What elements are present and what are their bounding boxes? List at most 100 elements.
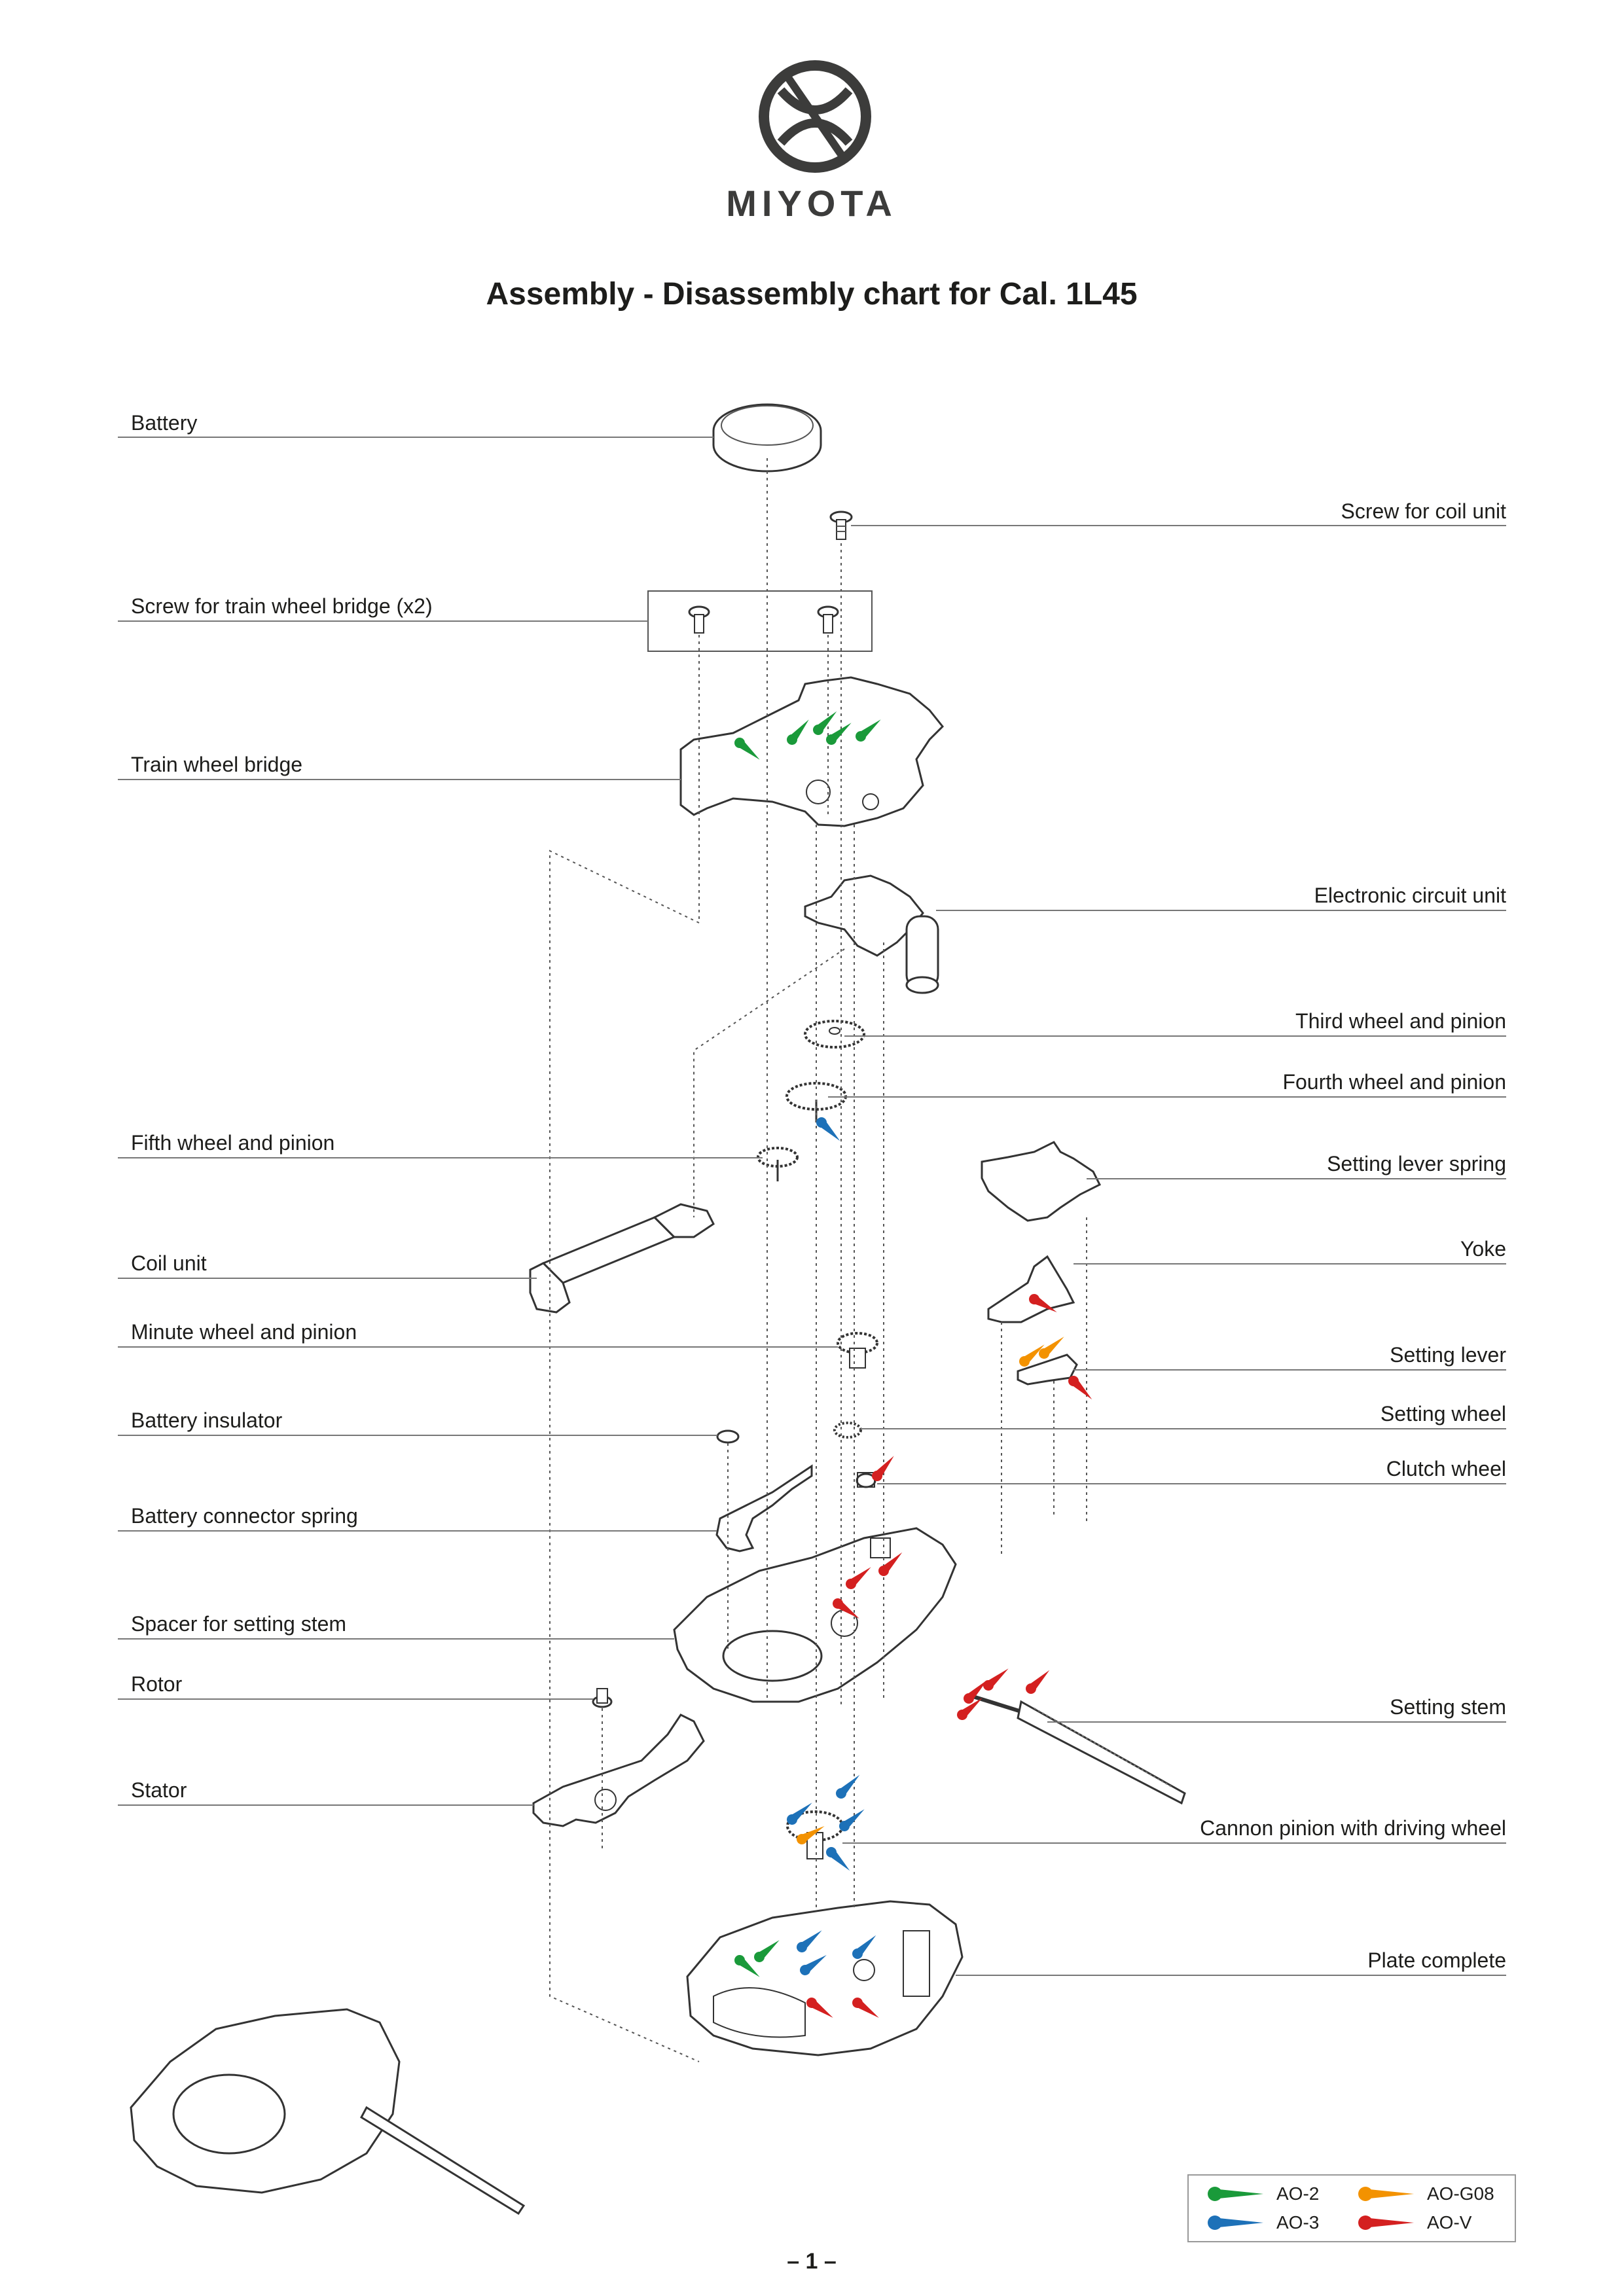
setting-stem-drawing — [968, 1693, 1186, 1805]
lubrication-point-ao-3 — [800, 1955, 827, 1975]
legend-label: AO-2 — [1276, 2183, 1320, 2204]
leader-setting-wheel — [861, 1428, 1506, 1429]
lubrication-point-ao-v — [957, 1698, 983, 1720]
screw-bridge-1 — [688, 605, 710, 634]
label-screw-train-wheel-bridge: Screw for train wheel bridge (x2) — [131, 594, 433, 618]
lubrication-point-ao-v — [1026, 1670, 1050, 1694]
label-electronic-circuit-unit: Electronic circuit unit — [1314, 884, 1506, 907]
oil-drop-icon — [1208, 2215, 1263, 2230]
lubricant-legend: AO-2 AO-G08 AO-3 AO-V — [1187, 2174, 1516, 2242]
lubrication-point-ao-v — [1068, 1376, 1092, 1400]
lubrication-point-ao-g08 — [1019, 1344, 1045, 1367]
leader-third-wheel — [844, 1035, 1506, 1037]
leader-setting-stem — [1047, 1721, 1506, 1723]
label-train-wheel-bridge: Train wheel bridge — [131, 753, 303, 776]
label-screw-coil-unit: Screw for coil unit — [1341, 499, 1506, 523]
leader-train-wheel-bridge — [118, 779, 681, 780]
lubrication-point-ao-3 — [852, 1935, 876, 1959]
oil-drop-icon — [1358, 2215, 1414, 2230]
train-wheel-bridge-drawing — [679, 676, 945, 827]
miyota-logo — [759, 60, 871, 173]
label-coil-unit: Coil unit — [131, 1251, 207, 1275]
lubrication-point-ao-v — [1029, 1294, 1057, 1312]
cannon-pinion-drawing — [786, 1810, 844, 1859]
lubrication-point-ao-v — [878, 1552, 903, 1576]
assembled-movement-drawing — [130, 2008, 526, 2215]
leader-minute-wheel — [118, 1346, 838, 1348]
lubrication-point-ao-3 — [826, 1847, 850, 1871]
label-third-wheel: Third wheel and pinion — [1295, 1009, 1506, 1033]
lubrication-point-ao-2 — [856, 719, 881, 742]
leader-rotor — [118, 1698, 593, 1700]
legend-item-ao-g08: AO-G08 — [1356, 2183, 1494, 2204]
label-setting-lever-spring: Setting lever spring — [1327, 1152, 1506, 1175]
minute-wheel-drawing — [837, 1332, 878, 1369]
lubrication-point-ao-3 — [797, 1930, 822, 1952]
legend-label: AO-V — [1427, 2212, 1472, 2233]
screw-coil-drawing — [829, 511, 853, 540]
leader-plate-complete — [956, 1975, 1506, 1976]
legend-label: AO-3 — [1276, 2212, 1320, 2233]
leader-spacer-setting-stem — [118, 1638, 674, 1640]
lubrication-point-ao-v — [846, 1567, 871, 1589]
leader-cannon-pinion — [842, 1842, 1506, 1844]
leader-stator — [118, 1804, 533, 1806]
lubrication-point-ao-3 — [836, 1774, 860, 1799]
battery-insulator-drawing — [716, 1429, 740, 1444]
yoke-drawing — [987, 1255, 1075, 1323]
plate-complete-drawing — [686, 1900, 964, 2056]
leader-battery — [118, 437, 713, 438]
label-fourth-wheel: Fourth wheel and pinion — [1282, 1070, 1506, 1094]
legend-item-ao-2: AO-2 — [1206, 2183, 1319, 2204]
label-fifth-wheel: Fifth wheel and pinion — [131, 1131, 335, 1155]
screw-box — [647, 590, 873, 652]
lubrication-point-ao-3 — [839, 1809, 865, 1831]
screw-bridge-2 — [817, 605, 839, 634]
stator-drawing — [532, 1713, 705, 1827]
lubrication-point-ao-3 — [816, 1117, 840, 1141]
assembly-guide-lines — [549, 458, 1087, 2062]
lubrication-point-ao-v — [806, 1998, 833, 2018]
label-setting-lever: Setting lever — [1390, 1343, 1506, 1367]
leader-battery-connector-spring — [118, 1530, 717, 1532]
label-yoke: Yoke — [1460, 1237, 1506, 1261]
leader-screw-train-wheel-bridge — [118, 620, 648, 622]
label-stator: Stator — [131, 1778, 187, 1802]
lubrication-point-ao-v — [852, 1998, 879, 2018]
leader-coil-unit — [118, 1278, 537, 1279]
label-setting-wheel: Setting wheel — [1380, 1402, 1506, 1426]
battery-connector-spring-drawing — [715, 1464, 813, 1552]
oil-drop-icon — [1358, 2187, 1414, 2201]
lubrication-point-ao-g08 — [797, 1826, 825, 1844]
third-wheel-drawing — [804, 1020, 865, 1049]
lubrication-point-ao-2 — [754, 1940, 780, 1962]
legend-item-ao-3: AO-3 — [1206, 2212, 1319, 2233]
lubrication-point-ao-2 — [734, 1955, 760, 1977]
leader-battery-insulator — [118, 1435, 717, 1436]
lubrication-point-ao-v — [872, 1456, 894, 1481]
label-clutch-wheel: Clutch wheel — [1386, 1457, 1506, 1480]
leader-setting-lever — [1074, 1369, 1506, 1371]
oil-drop-icon — [1208, 2187, 1263, 2201]
setting-lever-spring-drawing — [981, 1141, 1102, 1222]
lubrication-point-ao-2 — [787, 719, 809, 745]
label-battery: Battery — [131, 411, 198, 435]
rotor-drawing — [592, 1688, 613, 1708]
label-plate-complete: Plate complete — [1367, 1948, 1506, 1972]
label-rotor: Rotor — [131, 1672, 183, 1696]
leader-fifth-wheel — [118, 1157, 763, 1158]
leader-fourth-wheel — [828, 1096, 1506, 1098]
leader-yoke — [1074, 1263, 1506, 1265]
lubrication-point-ao-2 — [734, 738, 760, 760]
label-spacer-setting-stem: Spacer for setting stem — [131, 1612, 347, 1636]
page-title: Assembly - Disassembly chart for Cal. 1L… — [486, 277, 1138, 312]
label-battery-connector-spring: Battery connector spring — [131, 1504, 358, 1528]
legend-label: AO-G08 — [1427, 2183, 1494, 2204]
leader-clutch-wheel — [877, 1483, 1506, 1484]
brand-name: MIYOTA — [726, 183, 897, 224]
label-minute-wheel: Minute wheel and pinion — [131, 1320, 357, 1344]
leader-electronic-circuit-unit — [936, 910, 1506, 911]
leader-setting-lever-spring — [1087, 1178, 1506, 1179]
